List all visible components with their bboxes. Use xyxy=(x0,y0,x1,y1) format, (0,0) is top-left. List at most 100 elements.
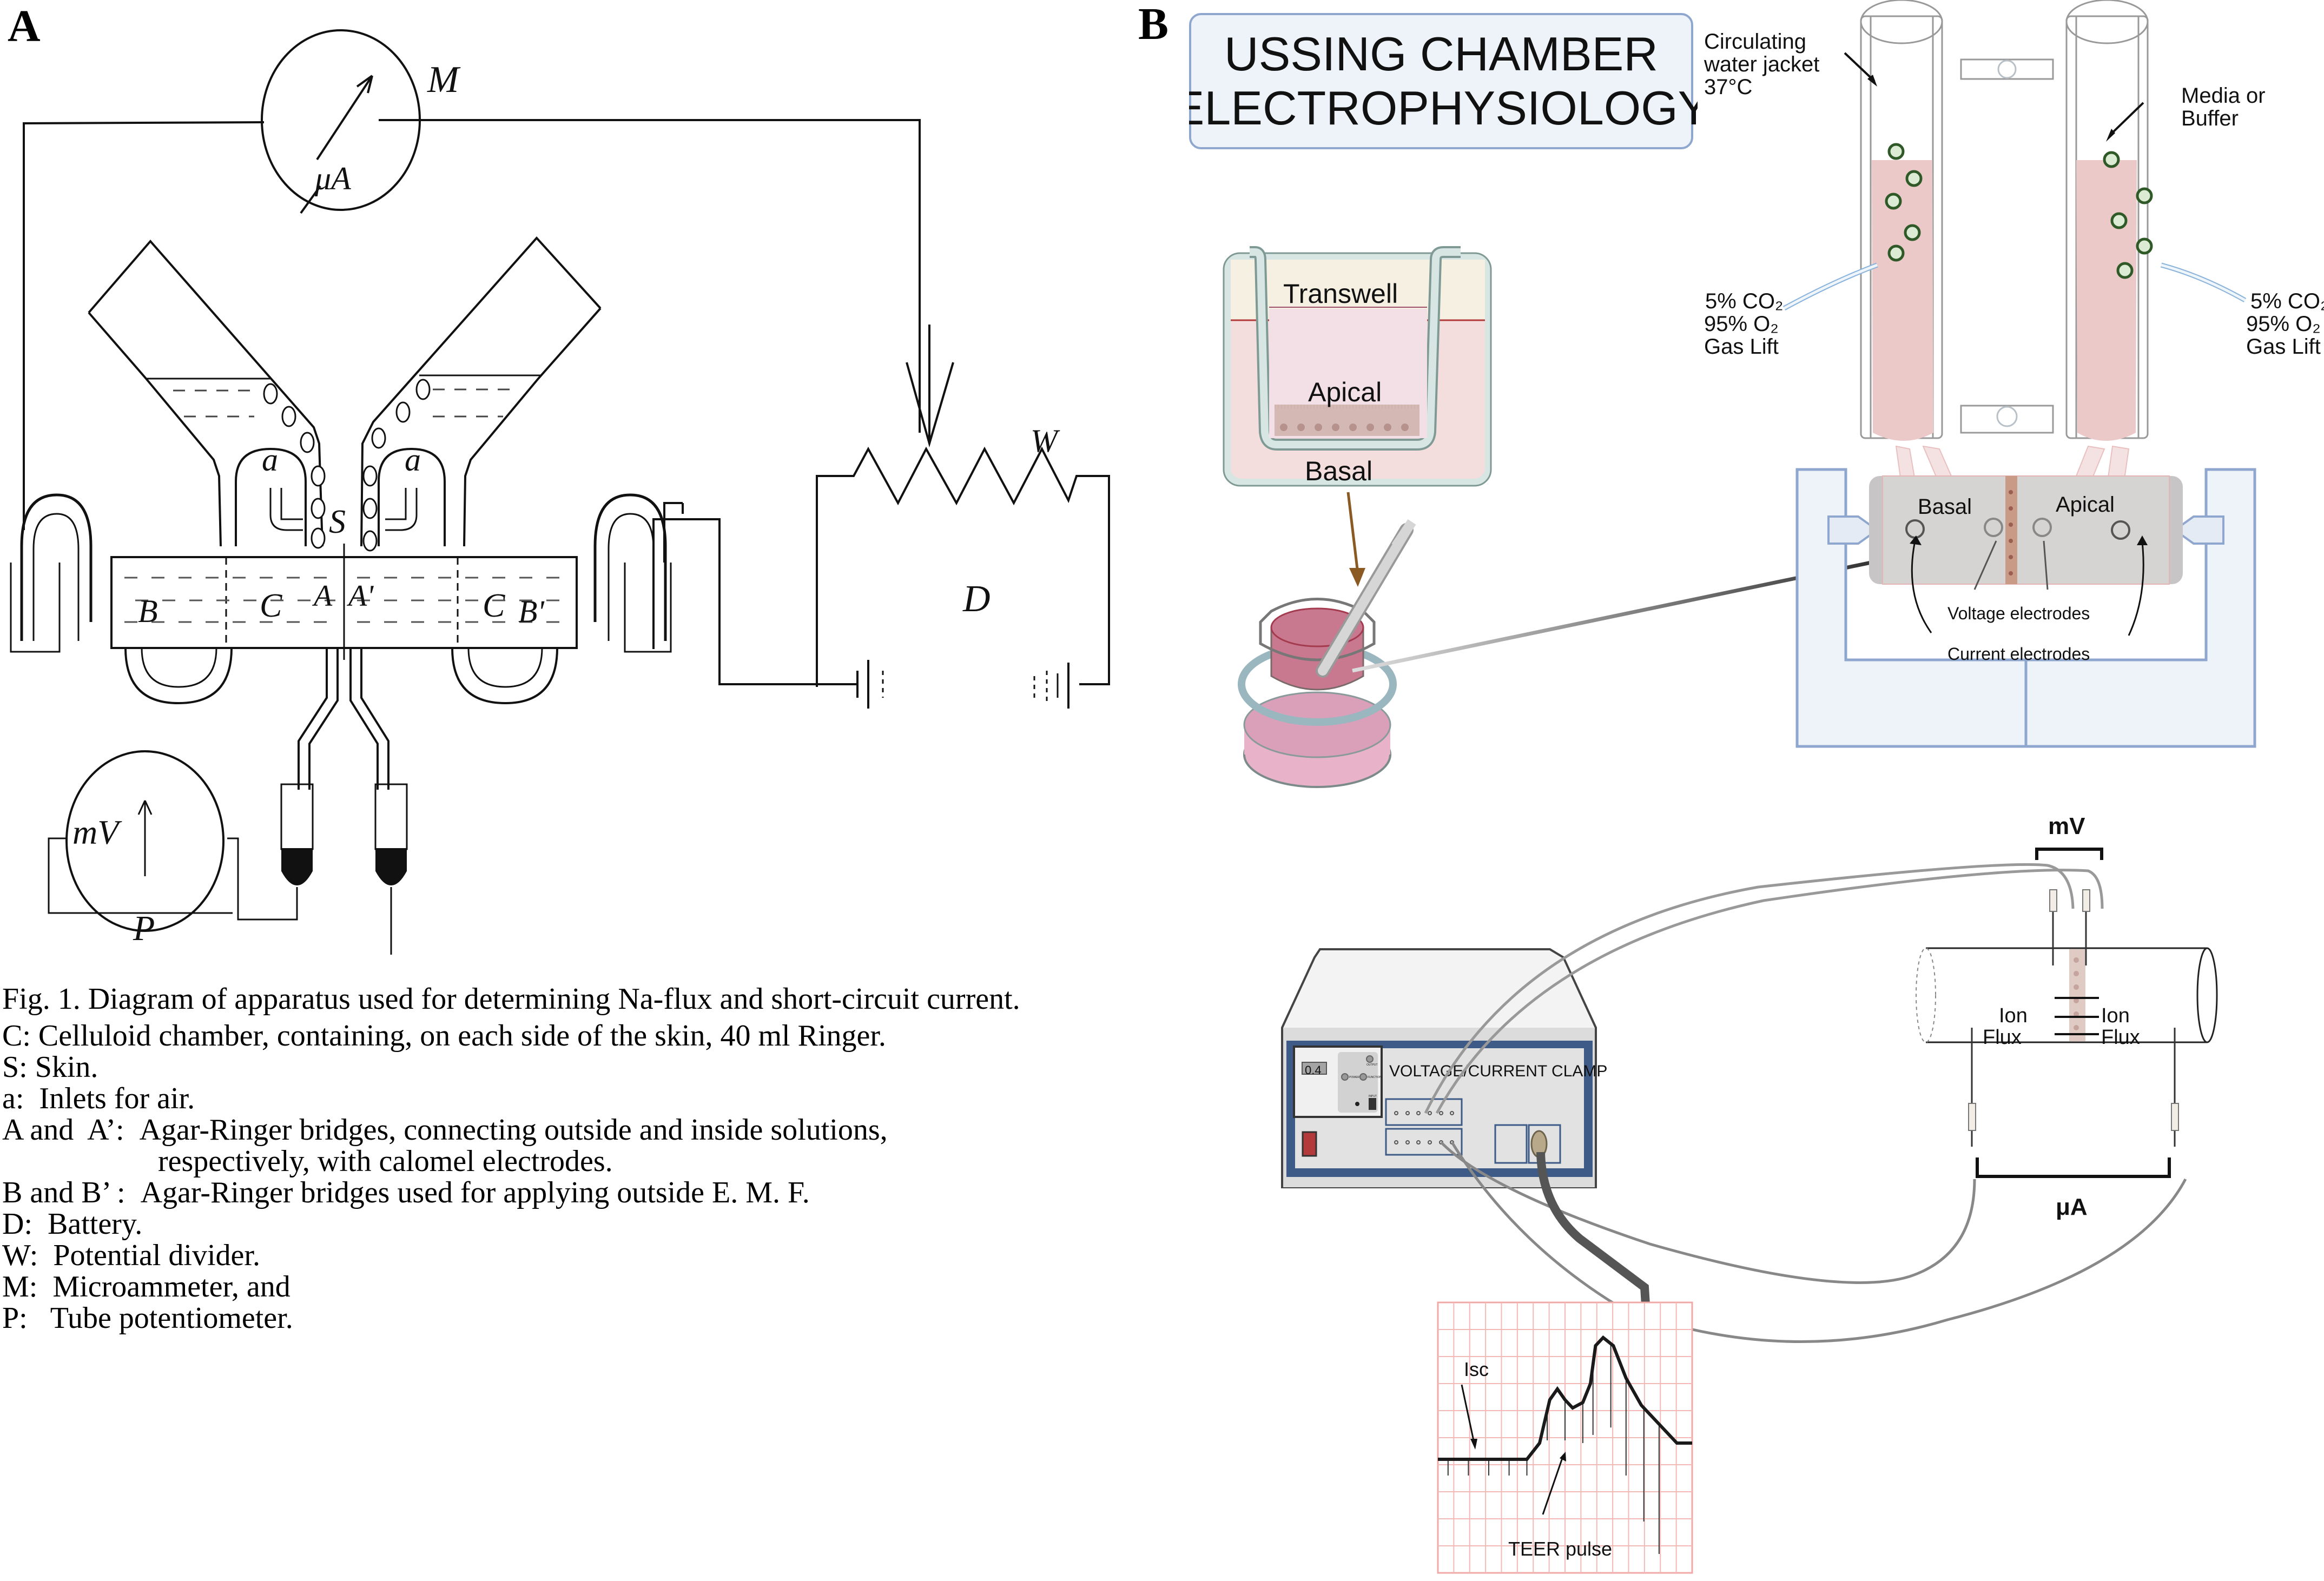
legend-text: Celluloid chamber, containing, on each s… xyxy=(38,1019,886,1053)
caption-legend-row: W: Potential divider. xyxy=(2,1240,1138,1271)
panel-a-diagram: A μA M xyxy=(8,1,1110,955)
tube-potentiometer: mV P xyxy=(48,750,233,948)
gas-right-line-3: Gas Lift xyxy=(2246,335,2321,359)
legend-key: B and B’ : xyxy=(2,1176,141,1209)
legend-key: P: xyxy=(2,1301,50,1335)
caption-legend-row: M: Microammeter, and xyxy=(2,1271,1138,1302)
input-port xyxy=(1369,1098,1376,1110)
output-label: OUTPUT xyxy=(1366,1063,1378,1067)
teer-pulse-label: TEER pulse xyxy=(1508,1538,1612,1560)
input-label: INPUT xyxy=(1369,1095,1377,1098)
gas-right-line-1: 5% CO₂ xyxy=(2250,289,2324,313)
legend-continuation: respectively, with calomel electrodes. xyxy=(158,1145,613,1178)
potentiometer-label: P xyxy=(133,909,155,948)
gas-left-line-3: Gas Lift xyxy=(1704,335,1779,359)
legend-text: Battery. xyxy=(48,1207,143,1241)
water-jacket-label-2: water jacket xyxy=(1704,52,1819,76)
isc-label: Isc xyxy=(1464,1358,1489,1380)
legend-key: A and A’: xyxy=(2,1113,140,1147)
current-unit-label: μA xyxy=(2056,1194,2088,1220)
input-jack-small xyxy=(1355,1102,1359,1106)
celluloid-chamber: B C A A' C B' xyxy=(10,493,684,955)
gas-left-line-2: 95% O₂ xyxy=(1704,312,1779,336)
caption-legend-row: a: Inlets for air. xyxy=(2,1083,1138,1114)
gas-left-line-1: 5% CO₂ xyxy=(1705,289,1783,313)
ion-right-2: Flux xyxy=(2101,1026,2140,1049)
function-knob[interactable] xyxy=(1359,1073,1367,1081)
legend-text: Agar-Ringer bridges used for applying ou… xyxy=(140,1176,810,1209)
potential-divider-label: W xyxy=(1031,423,1060,459)
panel-b-letter: B xyxy=(1138,0,1168,49)
caption-title: Fig. 1. Diagram of apparatus used for de… xyxy=(2,982,1020,1016)
isc-trace-line xyxy=(1438,1335,1692,1461)
bridge-b-label: B xyxy=(138,593,158,629)
voltage-electrodes: mV xyxy=(2035,813,2103,965)
chamber-apical-label: Apical xyxy=(2056,493,2115,517)
air-lift-funnels: a a S xyxy=(88,236,602,552)
legend-text: Skin. xyxy=(35,1050,98,1084)
power-label: POWER xyxy=(1349,1076,1359,1079)
legend-text: Agar-Ringer bridges, connecting outside … xyxy=(139,1113,888,1147)
voltage-electrodes-label: Voltage electrodes xyxy=(1947,604,2090,623)
legend-text: Inlets for air. xyxy=(39,1082,195,1115)
air-inlet-left-label: a xyxy=(262,442,278,478)
ion-right-1: Ion xyxy=(2101,1004,2130,1027)
wire-left xyxy=(23,121,265,530)
gas-lift-reservoirs: Circulating water jacket 37°C Media or B… xyxy=(1704,0,2324,544)
power-switch[interactable] xyxy=(1302,1131,1317,1157)
caption-legend-row: B and B’ : Agar-Ringer bridges used for … xyxy=(2,1177,1138,1208)
legend-key: D: xyxy=(2,1207,48,1241)
power-knob[interactable] xyxy=(1341,1073,1349,1081)
microammeter-label: M xyxy=(427,59,461,101)
transwell-basal-label: Basal xyxy=(1305,456,1372,486)
legend-key: a: xyxy=(2,1082,39,1115)
voltage-current-clamp-device: 0.4 POWER FUNCTION OUTPUT INPUT VOLTAGE/… xyxy=(1281,948,1607,1188)
voltage-unit-label: mV xyxy=(2048,813,2085,839)
function-label: FUNCTION xyxy=(1368,1076,1382,1079)
legend-text: Tube potentiometer. xyxy=(50,1301,293,1335)
skin-label: S xyxy=(329,504,346,540)
microammeter: μA M xyxy=(261,29,461,214)
ussing-chamber-title: USSING CHAMBER ELECTROPHYSIOLOGY xyxy=(1189,13,1698,149)
figure-caption: Fig. 1. Diagram of apparatus used for de… xyxy=(2,983,1138,1334)
output-knob[interactable] xyxy=(1366,1055,1374,1063)
media-label-1: Media or xyxy=(2181,84,2266,108)
ussing-chamber-block: Basal Apical Voltage electrodes Current … xyxy=(1795,468,2256,748)
caption-legend-row: S: Skin. xyxy=(2,1051,1138,1083)
clamp-display-value: 0.4 xyxy=(1305,1063,1322,1077)
transwell-illustration: Transwell Apical Basal xyxy=(1223,246,1492,587)
legend-text: Potential divider. xyxy=(53,1239,260,1272)
battery-label: D xyxy=(962,578,991,620)
caption-legend-row: D: Battery. xyxy=(2,1208,1138,1240)
water-jacket-label-3: 37°C xyxy=(1704,75,1752,99)
air-inlet-right-label: a xyxy=(405,442,421,478)
wire-top-right xyxy=(379,119,921,433)
legend-key: S: xyxy=(2,1050,35,1084)
isc-trace-chart: Isc TEER pulse xyxy=(1437,1301,1693,1574)
bridge-b-prime-label: B' xyxy=(518,594,545,629)
legend-key: W: xyxy=(2,1239,54,1272)
potentiometer-unit-label: mV xyxy=(72,813,122,851)
chamber-basal-label: Basal xyxy=(1918,495,1972,519)
caption-legend-row: C: Celluloid chamber, containing, on eac… xyxy=(2,1020,1138,1051)
electrode-tube: Ion Flux Ion Flux mV μA xyxy=(1916,813,2218,1220)
caption-legend-row: A and A’: Agar-Ringer bridges, connectin… xyxy=(2,1114,1138,1146)
current-electrodes: μA xyxy=(1968,1028,2179,1220)
ion-left-1: Ion xyxy=(1999,1004,2028,1027)
chamber-right-label: C xyxy=(483,587,505,624)
clamp-panel-label: VOLTAGE/CURRENT CLAMP xyxy=(1389,1062,1607,1080)
microammeter-unit-label: μA xyxy=(314,161,351,196)
bridge-a-label: A xyxy=(312,579,333,613)
title-line-1: USSING CHAMBER xyxy=(1224,27,1658,81)
bridge-a-prime-label: A' xyxy=(346,579,374,613)
insert-with-scalpel xyxy=(1238,519,1996,788)
legend-key: M: xyxy=(2,1270,53,1304)
legend-text: Microammeter, and xyxy=(52,1270,290,1304)
transwell-label: Transwell xyxy=(1283,279,1398,309)
water-jacket-label-1: Circulating xyxy=(1704,30,1806,54)
legend-key: C: xyxy=(2,1019,38,1053)
media-label-2: Buffer xyxy=(2181,107,2239,130)
gas-bubbles xyxy=(1885,143,2153,279)
gas-right-line-2: 95% O₂ xyxy=(2246,312,2321,336)
